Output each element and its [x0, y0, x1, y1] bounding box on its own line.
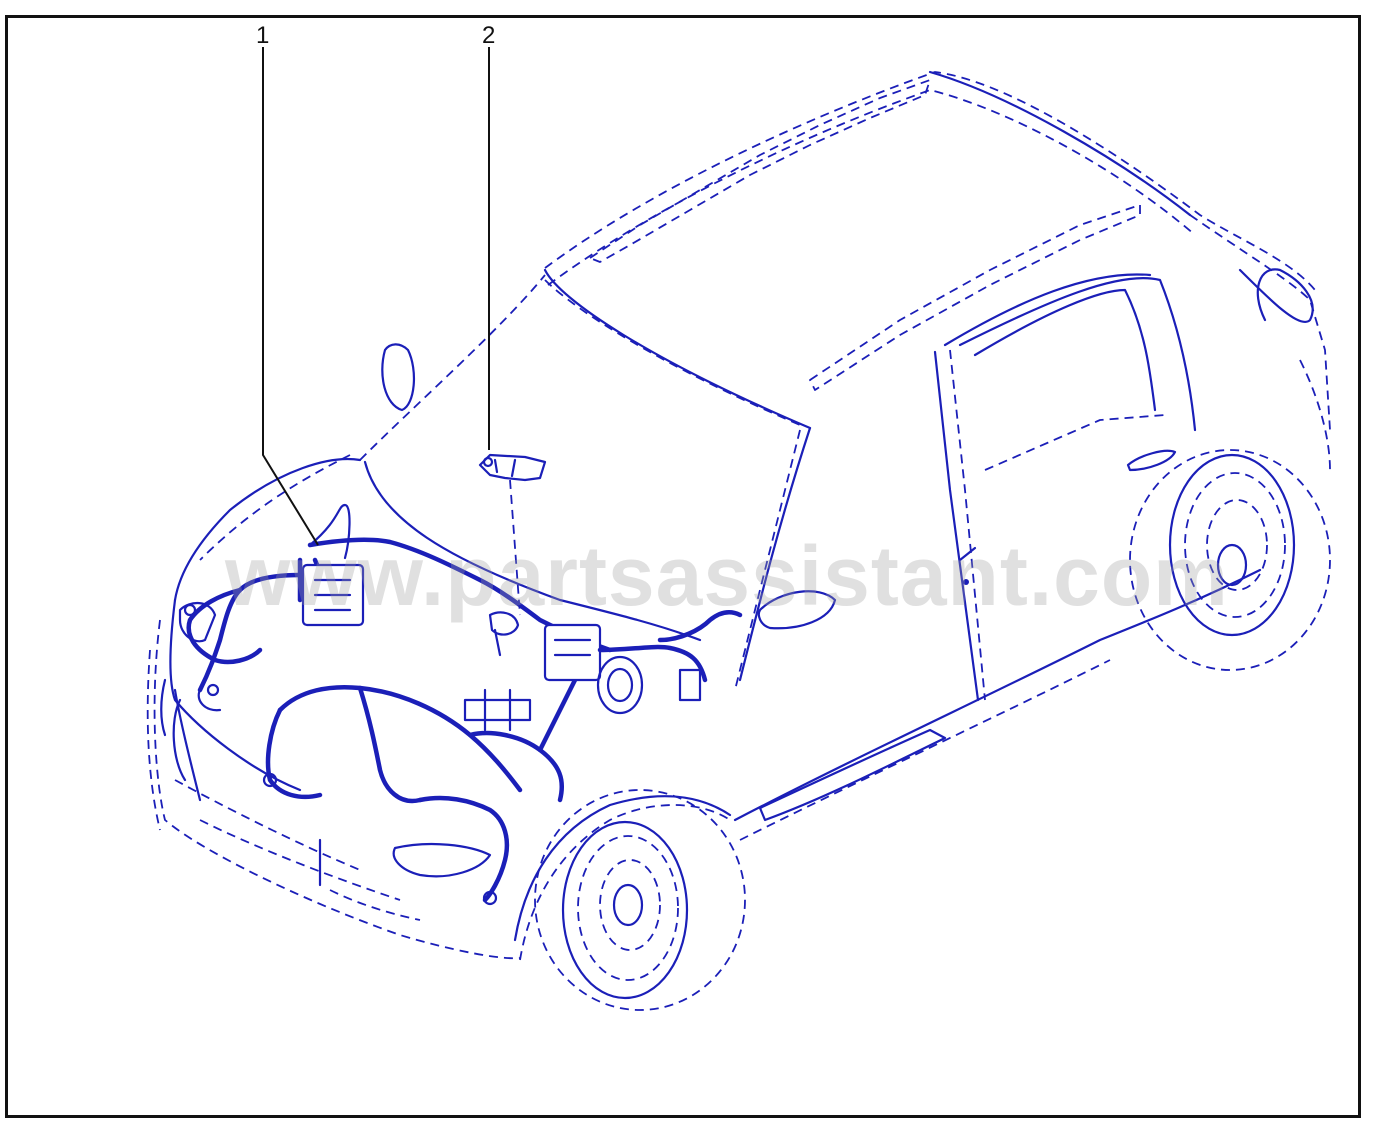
watermark-text: www.partsassistant.com: [225, 529, 1229, 623]
callout-2-label: 2: [482, 22, 496, 49]
car-body-outline: [146, 70, 1331, 961]
engine-wiring-harness: [183, 503, 743, 906]
harness-bracket: [478, 453, 547, 616]
callout-1-label: 1: [256, 22, 270, 49]
rear-wheel: [1129, 449, 1331, 671]
diagram-frame: [5, 15, 1361, 1118]
front-wheel: [534, 789, 746, 1011]
callout-leaders: [262, 47, 490, 546]
